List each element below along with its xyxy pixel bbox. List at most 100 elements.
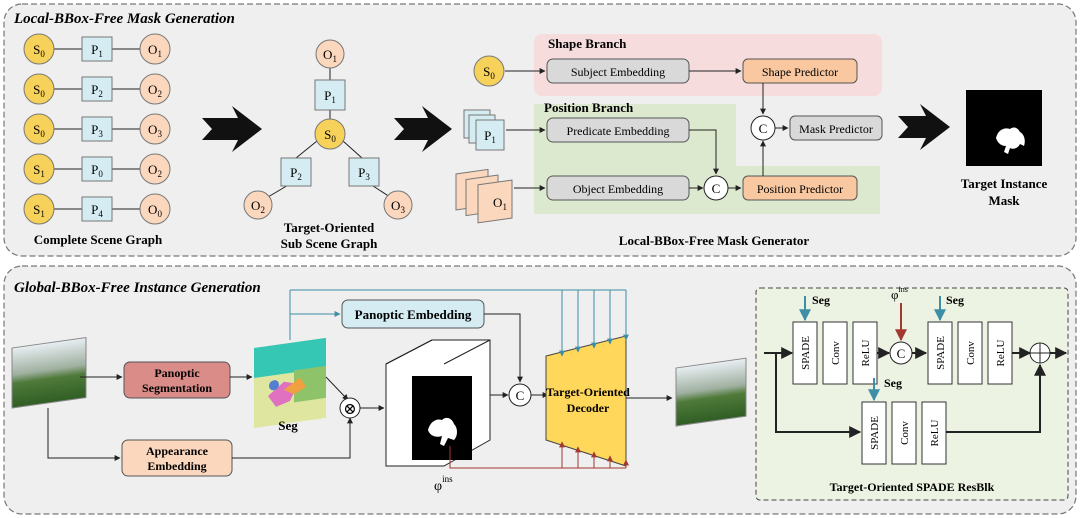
svg-text:Object Embedding: Object Embedding [573, 182, 663, 196]
svg-text:Predicate Embedding: Predicate Embedding [567, 124, 670, 138]
conv-block [822, 321, 848, 385]
svg-text:O2: O2 [251, 198, 265, 215]
seg-label: Seg [884, 376, 902, 390]
object-node [315, 39, 345, 69]
phi-ins-label: φins [891, 285, 908, 302]
mask-predictor-box [789, 115, 883, 141]
svg-text:S0: S0 [33, 122, 45, 139]
svg-text:P2: P2 [290, 165, 302, 182]
object-node [139, 33, 171, 65]
relu-block [921, 401, 947, 465]
target-instance-mask: Target Instance Mask [961, 90, 1048, 208]
seg-label: Seg [812, 293, 830, 307]
svg-text:Subject Embedding: Subject Embedding [571, 65, 665, 79]
object-node [139, 73, 171, 105]
sub-graph-caption: Sub Scene Graph [281, 236, 379, 251]
sub-graph-caption: Target-Oriented [284, 220, 375, 235]
predicate-node [81, 196, 113, 222]
svg-text:Decoder: Decoder [567, 401, 610, 415]
output-image [675, 357, 747, 427]
svg-text:O0: O0 [148, 202, 162, 219]
predicate-node [280, 157, 312, 187]
predicate-node [314, 79, 346, 111]
svg-text:P0: P0 [91, 162, 103, 179]
svg-text:S1: S1 [33, 162, 45, 179]
spade-resblk: SPADE Conv ReLU Seg C φins SPADE Conv Re… [755, 285, 1069, 501]
subject-node [23, 153, 55, 185]
sub-scene-graph: O1 P1 S0 P2 P3 O2 O3 Target-Oriented Sub… [243, 39, 413, 251]
svg-text:P3: P3 [358, 165, 370, 182]
predicate-node [81, 76, 113, 102]
svg-text:ReLU: ReLU [860, 340, 872, 367]
shape-predictor-box [742, 58, 858, 84]
svg-text:S0: S0 [33, 42, 45, 59]
object-node [243, 190, 273, 220]
object-node [139, 193, 171, 225]
flow-arrow-icon [202, 106, 262, 152]
svg-text:S0: S0 [324, 127, 336, 144]
seg-label: Seg [946, 293, 964, 307]
seg-label: Seg [278, 418, 298, 433]
spade-block [861, 401, 887, 465]
svg-text:S0: S0 [33, 82, 45, 99]
svg-text:Embedding: Embedding [147, 459, 206, 473]
seg-map [254, 337, 326, 428]
svg-text:C: C [712, 181, 721, 196]
position-predictor-box [742, 175, 858, 201]
spade-block [792, 321, 818, 385]
svg-text:⊗: ⊗ [343, 401, 356, 418]
resblk-caption: Target-Oriented SPADE ResBlk [830, 480, 995, 494]
svg-text:Mask: Mask [988, 193, 1020, 208]
predicate-node [81, 156, 113, 182]
svg-text:P3: P3 [91, 122, 103, 139]
svg-text:Conv: Conv [965, 341, 977, 365]
input-image [11, 337, 87, 409]
subject-node [473, 55, 505, 87]
mask-volume [385, 339, 491, 467]
relu-block [852, 321, 878, 385]
spade-block [927, 321, 953, 385]
svg-text:O1: O1 [148, 42, 162, 59]
conv-block [891, 401, 917, 465]
bottom-panel-title: Global-BBox-Free Instance Generation [14, 280, 261, 296]
svg-text:O3: O3 [148, 122, 162, 139]
conv-block [957, 321, 983, 385]
svg-text:Conv: Conv [830, 341, 842, 365]
svg-text:SPADE: SPADE [869, 416, 881, 450]
predicate-node [81, 116, 113, 142]
object-node [383, 190, 413, 220]
svg-text:P1: P1 [324, 88, 336, 105]
flow-arrow-icon [394, 106, 452, 152]
subject-node [23, 113, 55, 145]
svg-text:Panoptic: Panoptic [154, 366, 200, 380]
position-branch-label: Position Branch [544, 100, 634, 115]
relu-block [987, 321, 1013, 385]
svg-text:O2: O2 [148, 82, 162, 99]
svg-text:P1: P1 [484, 128, 496, 145]
svg-text:Appearance: Appearance [146, 444, 209, 458]
svg-text:O1: O1 [493, 195, 507, 212]
object-node [139, 153, 171, 185]
subject-node [23, 73, 55, 105]
svg-text:Target Instance: Target Instance [961, 176, 1048, 191]
svg-text:S1: S1 [33, 202, 45, 219]
svg-text:P2: P2 [91, 82, 103, 99]
svg-text:P1: P1 [91, 42, 103, 59]
svg-text:Shape Predictor: Shape Predictor [762, 65, 838, 79]
svg-text:C: C [759, 121, 768, 136]
complete-scene-graph: S0 P1 O1 S0 P2 O2 S0 P3 O3 S1 P0 O2 [23, 33, 171, 247]
svg-text:C: C [897, 346, 906, 361]
panoptic-segmentation-box [123, 361, 231, 399]
svg-text:O3: O3 [391, 198, 405, 215]
object-node [139, 113, 171, 145]
svg-text:SPADE: SPADE [800, 336, 812, 370]
svg-text:P4: P4 [91, 202, 103, 219]
complete-graph-caption: Complete Scene Graph [34, 232, 163, 247]
top-panel-title: Local-BBox-Free Mask Generation [13, 11, 235, 27]
svg-text:Position Predictor: Position Predictor [757, 182, 843, 196]
predicate-node [81, 36, 113, 62]
predicate-node [348, 157, 380, 187]
subject-node [314, 118, 346, 150]
svg-text:SPADE: SPADE [935, 336, 947, 370]
